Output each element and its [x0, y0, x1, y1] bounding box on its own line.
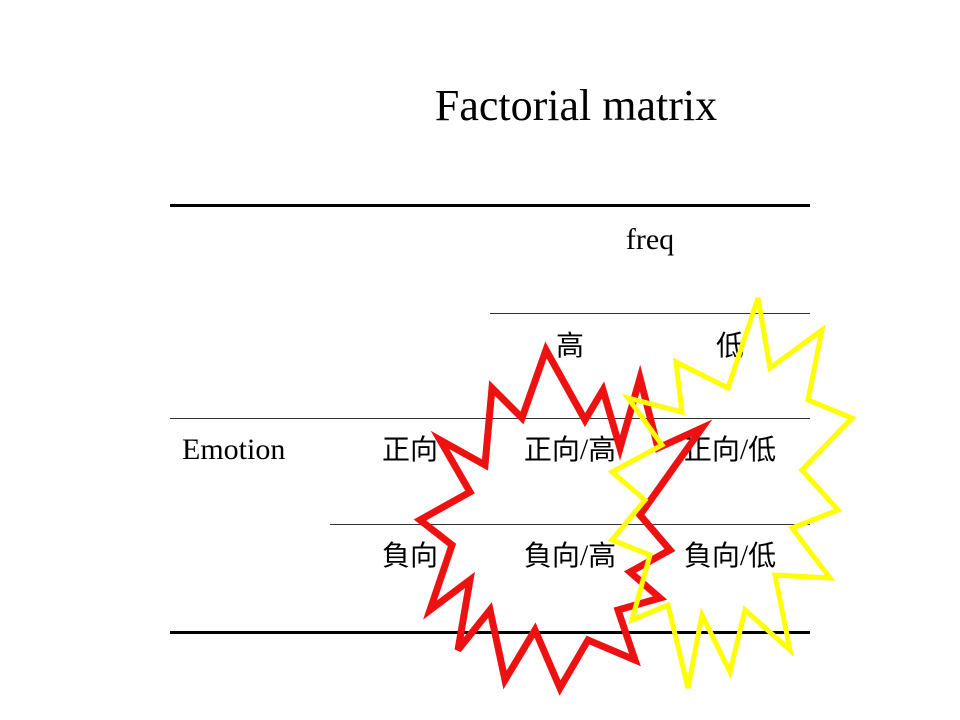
cell-freq: 高	[588, 433, 617, 466]
cell-separator: /	[739, 433, 749, 466]
cell-negative-high: 負向/高	[490, 538, 650, 574]
cell-positive-high: 正向/高	[490, 432, 650, 468]
red-explosion-shape	[413, 341, 713, 696]
row-level-negative: 負向	[381, 539, 438, 572]
cell-emotion: 正向	[523, 433, 580, 466]
cell-separator: /	[579, 433, 589, 466]
cell-separator: /	[739, 539, 749, 572]
cell-emotion: 負向	[683, 539, 740, 572]
column-levels-rule	[490, 313, 810, 314]
cell-emotion: 負向	[523, 539, 580, 572]
cell-freq: 低	[748, 433, 777, 466]
column-level-low: 低	[715, 329, 744, 362]
column-factor-label: freq	[625, 223, 675, 256]
cell-separator: /	[579, 539, 589, 572]
row-level-2-rule	[330, 524, 810, 525]
table-bottom-rule	[170, 631, 810, 634]
cell-negative-low: 負向/低	[650, 538, 810, 574]
row-level-1-rule	[170, 418, 810, 419]
cell-freq: 高	[588, 539, 617, 572]
cell-positive-low: 正向/低	[650, 432, 810, 468]
table-top-rule	[170, 204, 810, 207]
column-level-high: 高	[555, 329, 584, 362]
slide-title: Factorial matrix	[434, 81, 718, 130]
row-factor-label: Emotion	[182, 433, 286, 466]
cell-freq: 低	[748, 539, 777, 572]
cell-emotion: 正向	[683, 433, 740, 466]
row-level-positive: 正向	[381, 433, 438, 466]
